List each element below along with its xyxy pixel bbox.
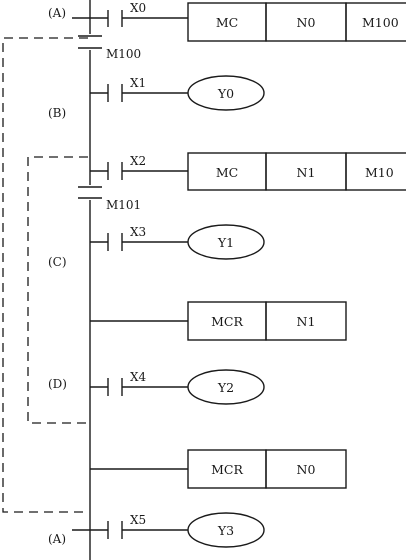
rung-x4: X4 Y2 (D)	[48, 369, 265, 405]
mc-n0-device: M100	[362, 15, 399, 30]
mcr-n1-nest: N1	[297, 314, 316, 329]
outer-dashed-boundary	[2, 37, 88, 513]
coil-y2	[187, 369, 265, 405]
section-label-b: (B)	[48, 106, 66, 120]
instruction-box-m10	[345, 152, 406, 191]
x4-label: X4	[130, 370, 147, 384]
coil-y1	[187, 224, 265, 260]
x2-label: X2	[130, 154, 146, 168]
x3-label: X3	[130, 225, 146, 239]
coil-y3	[187, 512, 265, 548]
rung-x1: X1 Y0 (B)	[48, 75, 265, 120]
mc-n1-op: MC	[216, 165, 238, 180]
mc-n0-op: MC	[216, 15, 238, 30]
mc-n1-nest: N1	[297, 165, 316, 180]
y2-label: Y2	[217, 380, 234, 395]
mcr-n0-op: MCR	[211, 462, 243, 477]
section-label-a-top: (A)	[48, 6, 66, 20]
rung-mcr-n0: MCR N0	[90, 449, 347, 489]
y1-label: Y1	[217, 235, 234, 250]
section-boundaries	[2, 37, 88, 513]
section-label-c: (C)	[48, 255, 67, 269]
coil-y0	[187, 75, 265, 111]
rung-x3: X3 Y1 (C)	[48, 224, 265, 269]
instruction-box-n0	[265, 449, 347, 489]
x0-label: X0	[130, 1, 146, 15]
m100-contact: M100	[78, 35, 141, 61]
inner-dashed-boundary	[27, 156, 88, 424]
x5-label: X5	[130, 513, 146, 527]
instruction-box-n1	[265, 301, 347, 341]
instruction-box-m100	[345, 2, 406, 42]
m101-label: M101	[106, 198, 141, 212]
rung-x0: X0 (A) MC N0 M100	[48, 1, 406, 42]
m100-label: M100	[106, 47, 141, 61]
rung-x5: X5 Y3 (A)	[48, 512, 265, 548]
rung-mcr-n1: MCR N1	[90, 301, 347, 341]
mc-n0-nest: N0	[297, 15, 316, 30]
y3-label: Y3	[217, 523, 234, 538]
m101-contact: M101	[78, 186, 141, 212]
y0-label: Y0	[217, 86, 234, 101]
mc-n1-device: M10	[365, 165, 394, 180]
mcr-n1-op: MCR	[211, 314, 243, 329]
x1-label: X1	[130, 76, 146, 90]
section-label-d: (D)	[48, 377, 67, 391]
mcr-n0-nest: N0	[297, 462, 316, 477]
section-label-a-bottom: (A)	[48, 532, 66, 546]
rung-x2: X2 MC N1 M10	[90, 152, 406, 191]
